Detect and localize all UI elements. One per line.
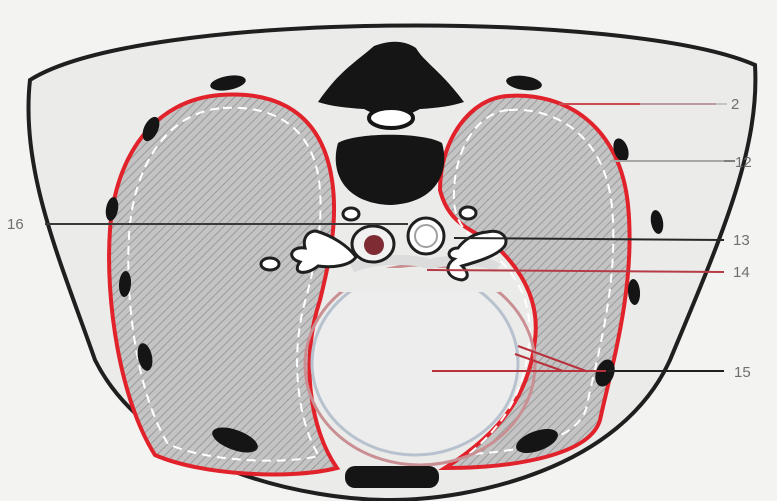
sternum xyxy=(345,466,439,488)
callout-label-16: 16 xyxy=(7,216,24,233)
callout-label-2: 2 xyxy=(731,96,739,113)
left-lung-pleura xyxy=(109,94,337,474)
spinal-canal xyxy=(369,108,413,128)
callout-label-15: 15 xyxy=(734,364,751,381)
callout-label-12: 12 xyxy=(735,154,752,171)
small-vessel-right xyxy=(460,207,476,219)
heart-top-gap xyxy=(340,268,500,292)
left-lung xyxy=(109,94,337,474)
esophagus-lumen xyxy=(364,235,384,255)
pericardium-inner xyxy=(312,271,518,455)
aorta-inner xyxy=(415,225,437,247)
small-vessel-left xyxy=(343,208,359,220)
callout-label-13: 13 xyxy=(733,232,750,249)
left-hilar-node xyxy=(261,258,279,270)
callout-label-14: 14 xyxy=(733,264,750,281)
